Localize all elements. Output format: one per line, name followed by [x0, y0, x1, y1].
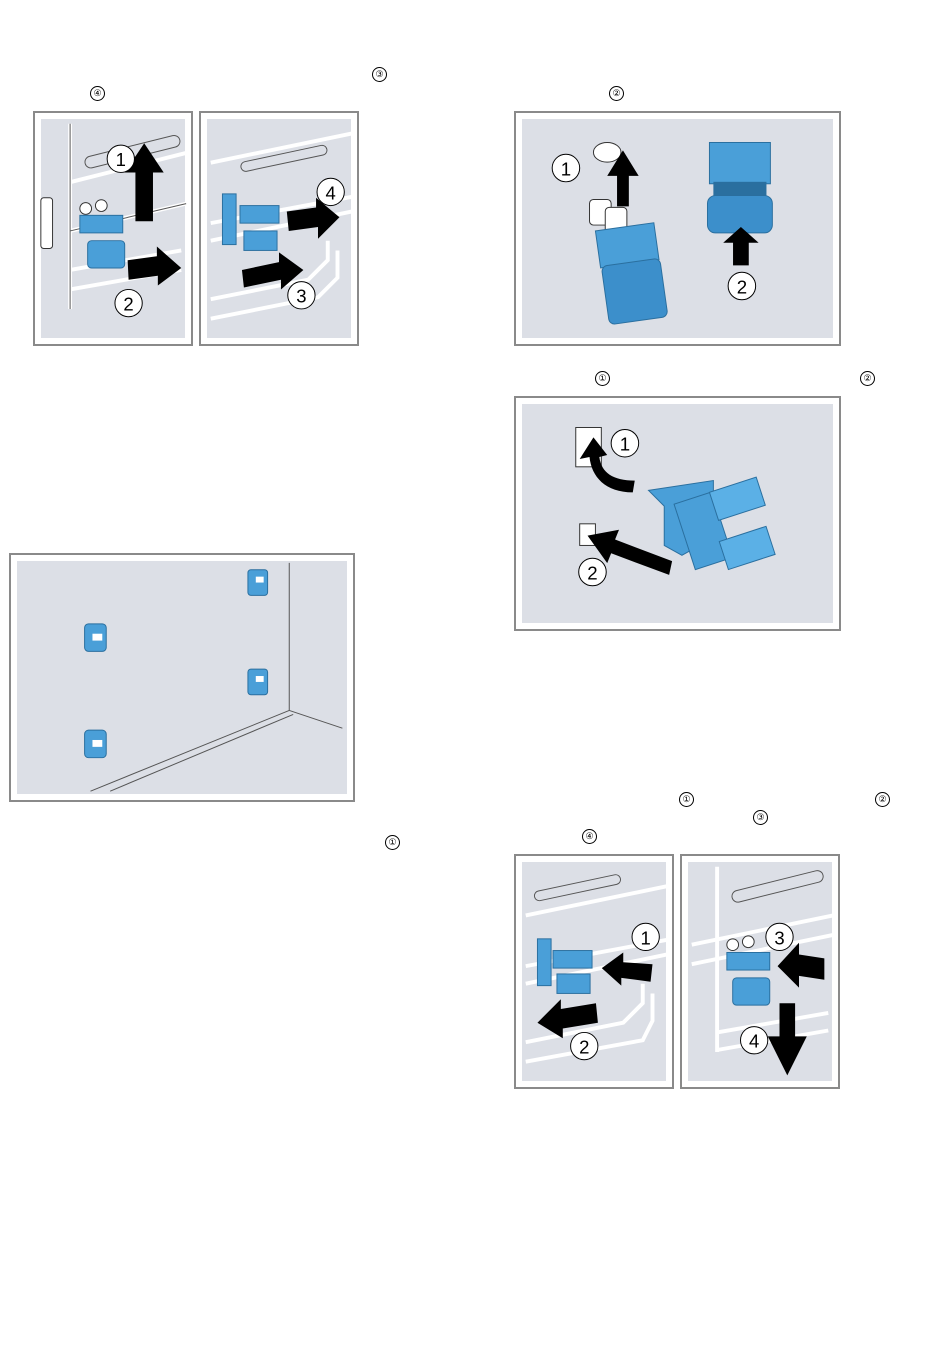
illustration-rail-insert-step1: 1 2: [514, 854, 674, 1089]
callout-3: 3: [774, 927, 784, 948]
callout-4: 4: [326, 182, 336, 203]
callout-2: 2: [579, 1037, 589, 1058]
step-marker: ①: [679, 792, 694, 807]
illustration-clip-detach: 1 2: [514, 111, 841, 346]
callout-1: 1: [641, 927, 651, 948]
callout-2: 2: [737, 276, 747, 297]
step-marker: ②: [875, 792, 890, 807]
step-marker: ②: [860, 371, 875, 386]
illustration-clip-insert: 1 2: [514, 396, 841, 631]
illustration-rail-removal-step2: 4 3: [199, 111, 359, 346]
callout-2: 2: [123, 294, 133, 315]
callout-1: 1: [620, 434, 630, 455]
step-marker: ③: [753, 810, 768, 825]
callout-1: 1: [561, 159, 571, 180]
step-marker: ①: [385, 835, 400, 850]
illustration-oven-clip-positions: [9, 553, 355, 802]
step-marker: ②: [609, 86, 624, 101]
illustration-rail-insert-step2: 3 4: [680, 854, 840, 1089]
callout-3: 3: [296, 286, 306, 307]
step-marker: ④: [582, 829, 597, 844]
illustration-rail-removal-step1: 1 2: [33, 111, 193, 346]
callout-2: 2: [587, 562, 597, 583]
callout-1: 1: [116, 149, 126, 170]
step-marker: ③: [372, 67, 387, 82]
callout-4: 4: [749, 1031, 759, 1052]
step-marker: ④: [90, 86, 105, 101]
step-marker: ①: [595, 371, 610, 386]
